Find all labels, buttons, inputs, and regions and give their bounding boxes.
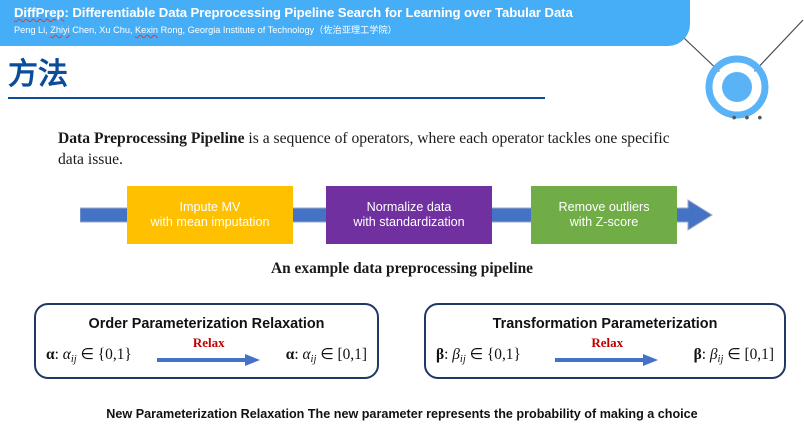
authors-name-2: Kexin	[135, 25, 159, 35]
order-math-before: α: αij ∈ {0,1}	[46, 346, 132, 365]
order-symbol-bold: α	[46, 346, 55, 364]
transformation-math-before: β: βij ∈ {0,1}	[436, 346, 521, 365]
order-right-set: [0,1]	[337, 346, 367, 364]
body-paragraph-rest: is a sequence of operators, where each o…	[58, 130, 670, 168]
paper-title-rest: : Differentiable Data Preprocessing Pipe…	[64, 5, 573, 20]
transformation-subscript: ij	[459, 353, 466, 365]
node-ellipsis: • • •	[731, 109, 765, 125]
body-paragraph-term: Data Preprocessing Pipeline	[58, 130, 245, 147]
transformation-relax-arrow-group: Relax	[555, 336, 659, 370]
transformation-subscript-2: ij	[717, 353, 724, 365]
transformation-symbol-bold: β	[436, 346, 445, 364]
order-relax-arrow-icon	[156, 354, 260, 366]
pipeline-step-line1: Normalize data	[366, 200, 452, 214]
transformation-symbol-bold-2: β	[693, 346, 702, 364]
transformation-parameterization-title: Transformation Parameterization	[492, 316, 718, 332]
paper-title: DiffPrep: Differentiable Data Preprocess…	[14, 5, 690, 21]
order-math-after: α: αij ∈ [0,1]	[285, 346, 367, 365]
title-banner: DiffPrep: Differentiable Data Preprocess…	[0, 0, 690, 46]
order-symbol-italic-2: α	[302, 346, 311, 364]
body-paragraph: Data Preprocessing Pipeline is a sequenc…	[58, 128, 698, 170]
pipeline-step-line1: Impute MV	[179, 200, 241, 214]
section-heading: 方法	[8, 58, 68, 91]
transformation-symbol-italic-2: β	[709, 346, 718, 364]
paper-title-prefix: DiffPrep	[14, 5, 65, 20]
order-parameterization-title: Order Parameterization Relaxation	[88, 316, 325, 332]
node-center-dot	[722, 72, 752, 102]
pipeline-caption: An example data preprocessing pipeline	[271, 260, 533, 277]
order-relax-label: Relax	[192, 335, 225, 350]
order-left-set: {0,1}	[97, 346, 132, 364]
authors-part-2: Chen, Xu Chu,	[69, 25, 136, 35]
transformation-right-set: [0,1]	[744, 346, 774, 364]
order-parameterization-box: Order Parameterization Relaxation α: αij…	[34, 303, 379, 379]
paper-authors: Peng Li, Zhiyi Chen, Xu Chu, Kexin Rong,…	[14, 24, 690, 36]
section-divider	[8, 97, 545, 99]
transformation-parameterization-box: Transformation Parameterization β: βij ∈…	[424, 303, 786, 379]
transformation-math-after: β: βij ∈ [0,1]	[693, 346, 774, 365]
order-symbol-italic: α	[62, 346, 71, 364]
order-symbol-bold-2: α	[285, 346, 295, 364]
transformation-left-set: {0,1}	[486, 346, 521, 364]
transformation-symbol-italic: β	[452, 346, 460, 364]
transformation-relax-label: Relax	[591, 335, 624, 350]
node-graphic	[683, 19, 804, 119]
order-parameterization-row: α: αij ∈ {0,1} Relax α: αij ∈ [0,1]	[36, 336, 377, 370]
footer-caption: New Parameterization Relaxation The new …	[106, 407, 698, 421]
transformation-relax-arrow-icon	[555, 354, 659, 366]
authors-part-3: Rong, Georgia Institute of Technology（佐治…	[158, 25, 397, 35]
pipeline-step-line1: Remove outliers	[558, 200, 650, 214]
transformation-parameterization-row: β: βij ∈ {0,1} Relax β: βij ∈ [0,1]	[426, 336, 784, 370]
authors-name-1: Zhiyi	[50, 25, 70, 35]
node-mid-ring	[713, 63, 761, 111]
pipeline-step-line2: with standardization	[353, 215, 465, 229]
pipeline-step-line2: with mean imputation	[150, 215, 270, 229]
order-subscript-2: ij	[310, 353, 317, 365]
pipeline-step-line2: with Z-score	[569, 215, 639, 229]
authors-part-1: Peng Li,	[14, 25, 51, 35]
order-subscript: ij	[70, 353, 77, 365]
node-outer-ring	[705, 55, 769, 119]
order-relax-arrow-group: Relax	[156, 336, 261, 370]
